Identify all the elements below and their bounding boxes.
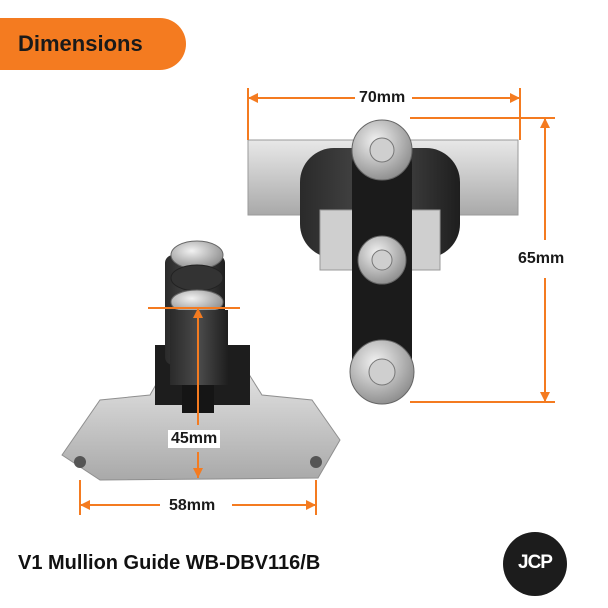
logo-text: JCP: [518, 552, 553, 573]
dimension-arrowheads: [80, 93, 550, 510]
roller-height-dimension-label: 45mm: [168, 430, 221, 448]
width-dimension-label: 70mm: [356, 89, 409, 107]
dimension-lines: [79, 88, 555, 515]
jcp-logo: JCP: [503, 532, 567, 596]
product-title: V1 Mullion Guide WB-DBV116/B: [18, 552, 321, 574]
height-dimension-label: 65mm: [515, 250, 568, 268]
base-width-dimension-label: 58mm: [166, 497, 219, 515]
guide-top-view: [247, 119, 519, 405]
dimensions-tag-label: Dimensions: [18, 31, 143, 56]
dimensions-tag: Dimensions: [0, 18, 186, 70]
